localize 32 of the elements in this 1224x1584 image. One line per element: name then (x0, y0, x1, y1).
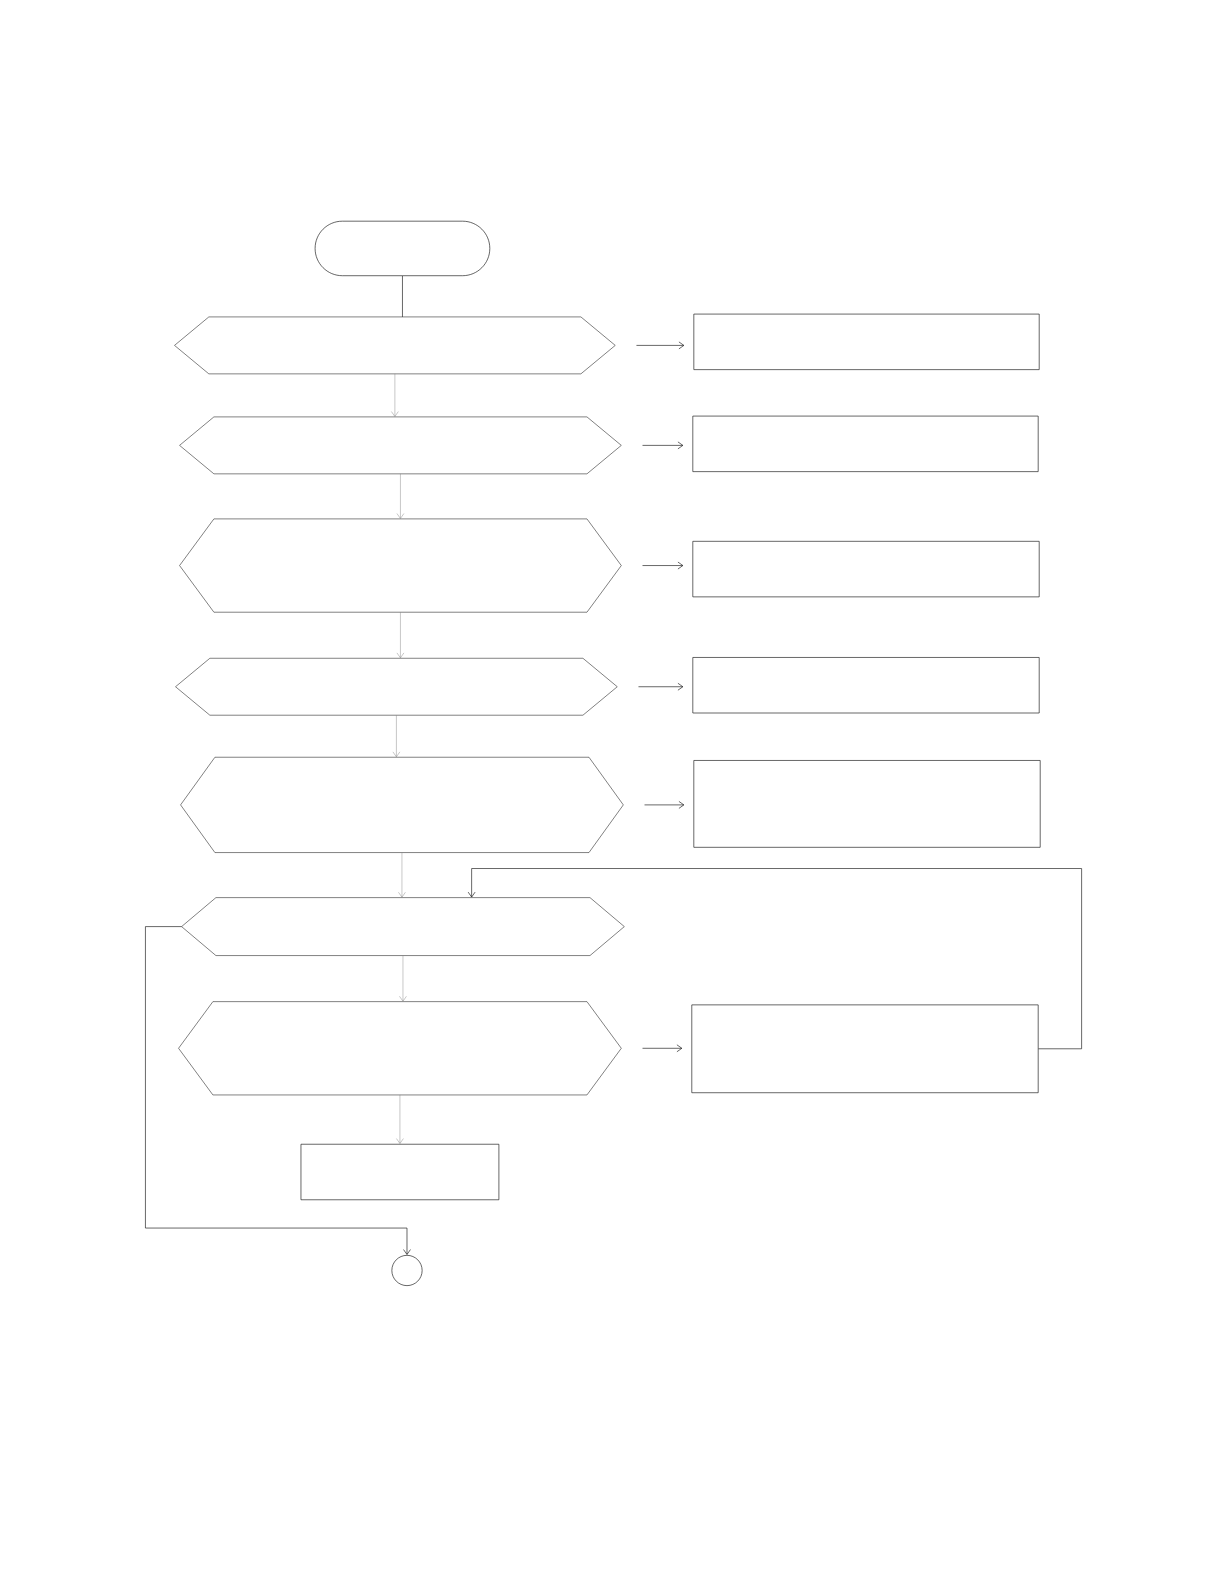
arrow (636, 341, 685, 350)
arrow (396, 473, 405, 519)
process-box (692, 541, 1040, 598)
arrow (642, 561, 684, 570)
process-box (692, 657, 1040, 714)
hexagon-shape (181, 897, 625, 956)
hexagon-shape (178, 1001, 622, 1096)
arrow (467, 868, 1082, 1050)
arrow (399, 955, 407, 1002)
arrow (396, 1094, 404, 1144)
process-box (693, 313, 1040, 370)
terminal-shape (314, 220, 491, 276)
arrow (391, 373, 399, 417)
process-box (300, 1143, 500, 1201)
arrow (392, 715, 401, 758)
arrow (398, 852, 406, 898)
connector-circle (391, 1255, 423, 1286)
hexagon-shape (175, 658, 618, 716)
hexagon-shape (179, 518, 622, 613)
arrow (642, 441, 684, 450)
hexagon-shape (179, 416, 622, 475)
process-box (692, 415, 1039, 472)
arrow (638, 682, 684, 691)
arrow (396, 611, 405, 659)
hexagon-shape (180, 757, 624, 853)
arrow (644, 801, 685, 809)
arrow (642, 1044, 683, 1053)
hexagon-shape (174, 316, 616, 375)
process-box (691, 1004, 1039, 1093)
arrow (145, 926, 411, 1255)
process-box (693, 760, 1041, 848)
connector-line (402, 275, 403, 318)
